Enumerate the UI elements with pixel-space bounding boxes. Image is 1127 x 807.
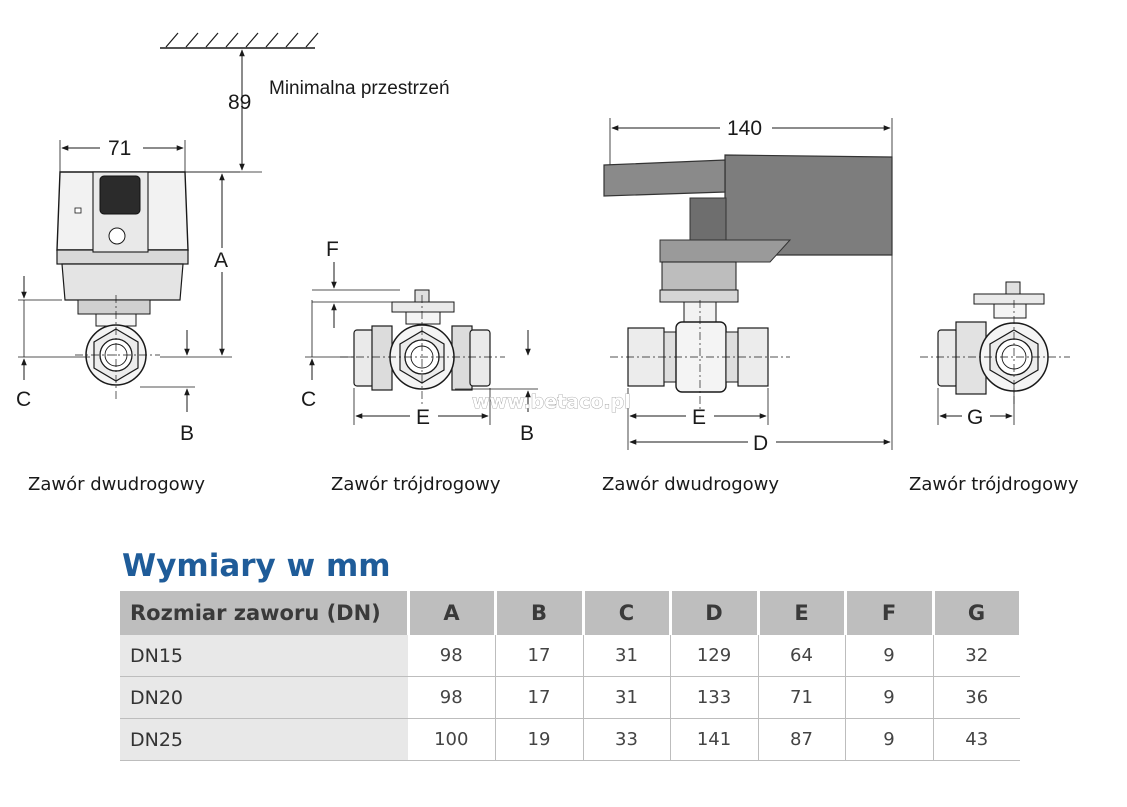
caption-three-way-front: Zawór trójdrogowy [331,474,501,495]
caption-two-way-side: Zawór dwudrogowy [602,474,780,495]
dim-71-label: 71 [108,137,131,160]
dim-e-label-2: E [692,406,706,429]
header-d: D [670,591,760,635]
header-f: F [845,591,935,635]
cell-g: 43 [933,718,1020,761]
cell-g: 36 [933,676,1020,719]
watermark: www.betaco.pl [472,391,631,413]
cell-b: 19 [495,718,584,761]
header-c: C [583,591,672,635]
dim-b-label-2: B [520,422,534,445]
dim-f-label: F [326,238,339,261]
dim-a-label: A [214,249,228,272]
caption-three-way-side: Zawór trójdrogowy [909,474,1079,495]
cell-b: 17 [495,635,584,677]
cell-b: 17 [495,676,584,719]
cell-a: 98 [408,676,496,719]
cell-d: 133 [670,676,759,719]
table-title: Wymiary w mm [122,548,391,584]
dimensions-table: Rozmiar zaworu (DN) A B C D E F G DN15 9… [120,591,1022,761]
dim-d-label: D [753,432,768,455]
dim-c-label-2: C [301,388,316,411]
header-e: E [758,591,847,635]
dim-clearance-label: 89 [228,91,251,114]
dim-c-label-1: C [16,388,31,411]
cell-d: 141 [670,718,759,761]
header-g: G [933,591,1022,635]
cell-f: 9 [845,676,934,719]
cell-e: 71 [758,676,846,719]
side-view-two-way [603,118,893,450]
cell-f: 9 [845,718,934,761]
cell-size: DN15 [120,635,408,677]
cell-e: 64 [758,635,846,677]
cell-e: 87 [758,718,846,761]
side-view-three-way [920,281,1070,425]
dim-e-label-1: E [416,406,430,429]
cell-a: 98 [408,635,496,677]
cell-size: DN25 [120,718,408,761]
clearance-note: Minimalna przestrzeń [269,78,450,99]
dim-b-label-1: B [180,422,194,445]
cell-size: DN20 [120,676,408,719]
cell-f: 9 [845,635,934,677]
cell-c: 31 [583,635,671,677]
cell-c: 31 [583,676,671,719]
cell-a: 100 [408,718,496,761]
front-view-three-way [305,262,538,425]
table-row: DN25 100 19 33 141 87 9 43 [120,718,1020,761]
header-valve-size: Rozmiar zaworu (DN) [120,591,410,635]
dim-g-label: G [967,406,983,429]
front-view-two-way [18,32,319,412]
cell-c: 33 [583,718,671,761]
cell-d: 129 [670,635,759,677]
table-header-row: Rozmiar zaworu (DN) A B C D E F G [120,591,1022,635]
cell-g: 32 [933,635,1020,677]
table-row: DN15 98 17 31 129 64 9 32 [120,635,1020,677]
caption-two-way-front: Zawór dwudrogowy [28,474,206,495]
header-b: B [495,591,585,635]
header-a: A [408,591,497,635]
dim-140-label: 140 [727,117,762,140]
technical-drawing: 89 Minimalna przestrzeń 71 140 A C B F C… [16,32,1070,455]
table-row: DN20 98 17 31 133 71 9 36 [120,676,1020,719]
